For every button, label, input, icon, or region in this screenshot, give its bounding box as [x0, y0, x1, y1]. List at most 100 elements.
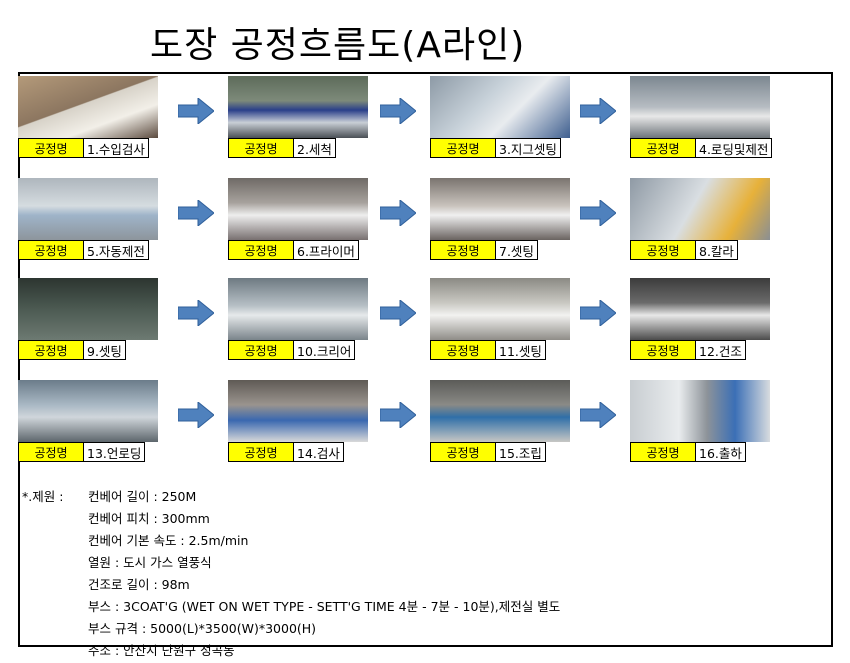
flow-arrow-icon: [178, 200, 214, 226]
step-tag: 공정명: [431, 443, 496, 461]
step-name: 4.로딩및제전: [699, 141, 769, 157]
spec-line-heat-source: 열원 : 도시 가스 열풍식: [88, 555, 212, 570]
step-tag: 공정명: [229, 443, 294, 461]
step-name: 11.셋팅: [499, 343, 542, 359]
step-photo: [430, 278, 570, 340]
step-name: 14.검사: [297, 445, 340, 461]
step-photo: [630, 278, 770, 340]
step-name: 16.출하: [699, 445, 742, 461]
step-photo: [18, 178, 158, 240]
step-tag: 공정명: [229, 241, 294, 259]
step-photo: [18, 76, 158, 138]
flow-arrow-icon: [380, 402, 416, 428]
spec-line-oven-length: 건조로 길이 : 98m: [88, 577, 190, 592]
page-title: 도장 공정흐름도(A라인): [150, 25, 526, 66]
spec-line-booth-size: 부스 규격 : 5000(L)*3500(W)*3000(H): [88, 621, 317, 636]
step-tag: 공정명: [19, 443, 84, 461]
flow-arrow-icon: [380, 98, 416, 124]
step-name: 1.수입검사: [87, 141, 145, 157]
step-tag: 공정명: [431, 241, 496, 259]
spec-line-address: 주소 : 안산시 단원구 성곡동: [88, 643, 235, 658]
step-photo: [228, 380, 368, 442]
step-tag: 공정명: [431, 341, 496, 359]
step-name: 15.조립: [499, 445, 542, 461]
step-photo: [18, 278, 158, 340]
step-tag: 공정명: [229, 341, 294, 359]
step-name: 3.지그셋팅: [499, 141, 557, 157]
step-name: 5.자동제전: [87, 243, 145, 259]
step-name: 12.건조: [699, 343, 742, 359]
step-photo: [630, 178, 770, 240]
step-tag: 공정명: [631, 341, 696, 359]
spec-line-conveyor-pitch: 컨베어 피치 : 300mm: [88, 511, 210, 526]
step-photo: [630, 380, 770, 442]
step-photo: [228, 278, 368, 340]
flow-arrow-icon: [580, 98, 616, 124]
step-tag: 공정명: [19, 341, 84, 359]
spec-label: *.제원 :: [22, 489, 64, 504]
step-photo: [228, 178, 368, 240]
step-tag: 공정명: [431, 139, 496, 157]
flow-arrow-icon: [380, 200, 416, 226]
step-photo: [228, 76, 368, 138]
step-name: 6.프라이머: [297, 243, 355, 259]
step-tag: 공정명: [19, 139, 84, 157]
step-name: 13.언로딩: [87, 445, 142, 461]
step-photo: [430, 76, 570, 138]
flow-arrow-icon: [580, 402, 616, 428]
spec-line-conveyor-speed: 컨베어 기본 속도 : 2.5m/min: [88, 533, 249, 548]
step-tag: 공정명: [19, 241, 84, 259]
flow-arrow-icon: [178, 98, 214, 124]
step-name: 9.셋팅: [87, 343, 122, 359]
step-tag: 공정명: [229, 139, 294, 157]
step-name: 10.크리어: [297, 343, 352, 359]
spec-line-booth: 부스 : 3COAT'G (WET ON WET TYPE - SETT'G T…: [88, 599, 561, 614]
spec-line-conveyor-length: 컨베어 길이 : 250M: [88, 489, 197, 504]
step-photo: [630, 76, 770, 138]
step-tag: 공정명: [631, 139, 696, 157]
spec-lines: 컨베어 길이 : 250M 컨베어 피치 : 300mm 컨베어 기본 속도 :…: [88, 486, 560, 662]
step-photo: [430, 380, 570, 442]
step-photo: [18, 380, 158, 442]
flow-arrow-icon: [380, 300, 416, 326]
step-name: 8.칼라: [699, 243, 734, 259]
flow-arrow-icon: [580, 200, 616, 226]
flow-arrow-icon: [580, 300, 616, 326]
flow-arrow-icon: [178, 402, 214, 428]
step-photo: [430, 178, 570, 240]
step-tag: 공정명: [631, 241, 696, 259]
step-name: 7.셋팅: [499, 243, 534, 259]
flow-arrow-icon: [178, 300, 214, 326]
